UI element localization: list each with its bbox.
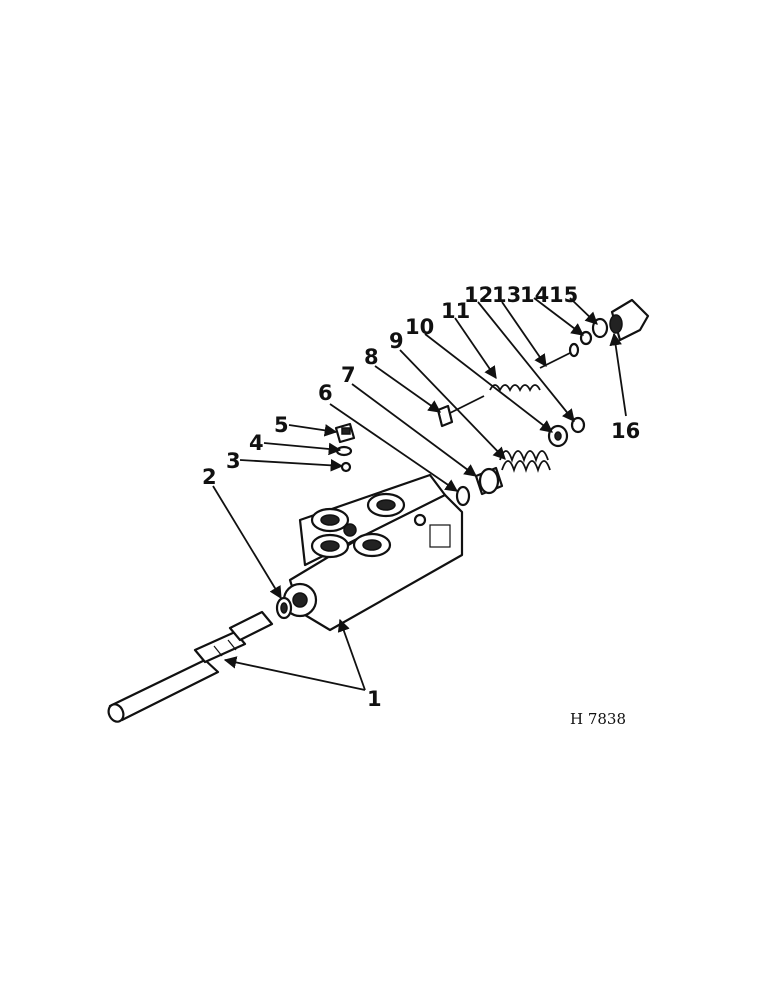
callout-labels: 1 2 3 4 5 6 7 8 9 10 11 12 13 14 15 16	[202, 283, 640, 711]
seal-ring-2	[275, 596, 293, 620]
washer-10	[547, 424, 569, 448]
callout-5: 5	[274, 413, 289, 437]
callout-10: 10	[405, 315, 434, 339]
callout-2: 2	[202, 465, 217, 489]
callout-11: 11	[441, 299, 470, 323]
callout-6: 6	[318, 381, 333, 405]
valve-body-housing	[282, 473, 464, 632]
callout-12: 12	[464, 283, 493, 307]
callout-9: 9	[389, 329, 404, 353]
callout-4: 4	[249, 431, 264, 455]
callout-7: 7	[341, 363, 356, 387]
plug-5	[334, 422, 356, 444]
ball-3	[340, 461, 352, 473]
callout-13: 13	[492, 283, 521, 307]
callout-8: 8	[364, 345, 379, 369]
figure-reference-code: H 7838	[570, 710, 626, 728]
sleeve-7	[474, 466, 504, 496]
snap-ring-12	[570, 416, 586, 434]
pin-8	[436, 395, 485, 428]
spool-shaft	[107, 610, 274, 723]
leader-lines	[212, 297, 627, 691]
callout-15: 15	[549, 283, 578, 307]
spring-9	[499, 450, 551, 473]
end-cap-16	[609, 298, 650, 342]
spring-11	[489, 384, 541, 393]
o-ring-4	[335, 445, 353, 457]
callout-3: 3	[226, 449, 241, 473]
callout-14: 14	[520, 283, 549, 307]
callout-1: 1	[367, 687, 382, 711]
o-ring-6	[455, 485, 471, 507]
callout-16: 16	[611, 419, 640, 443]
